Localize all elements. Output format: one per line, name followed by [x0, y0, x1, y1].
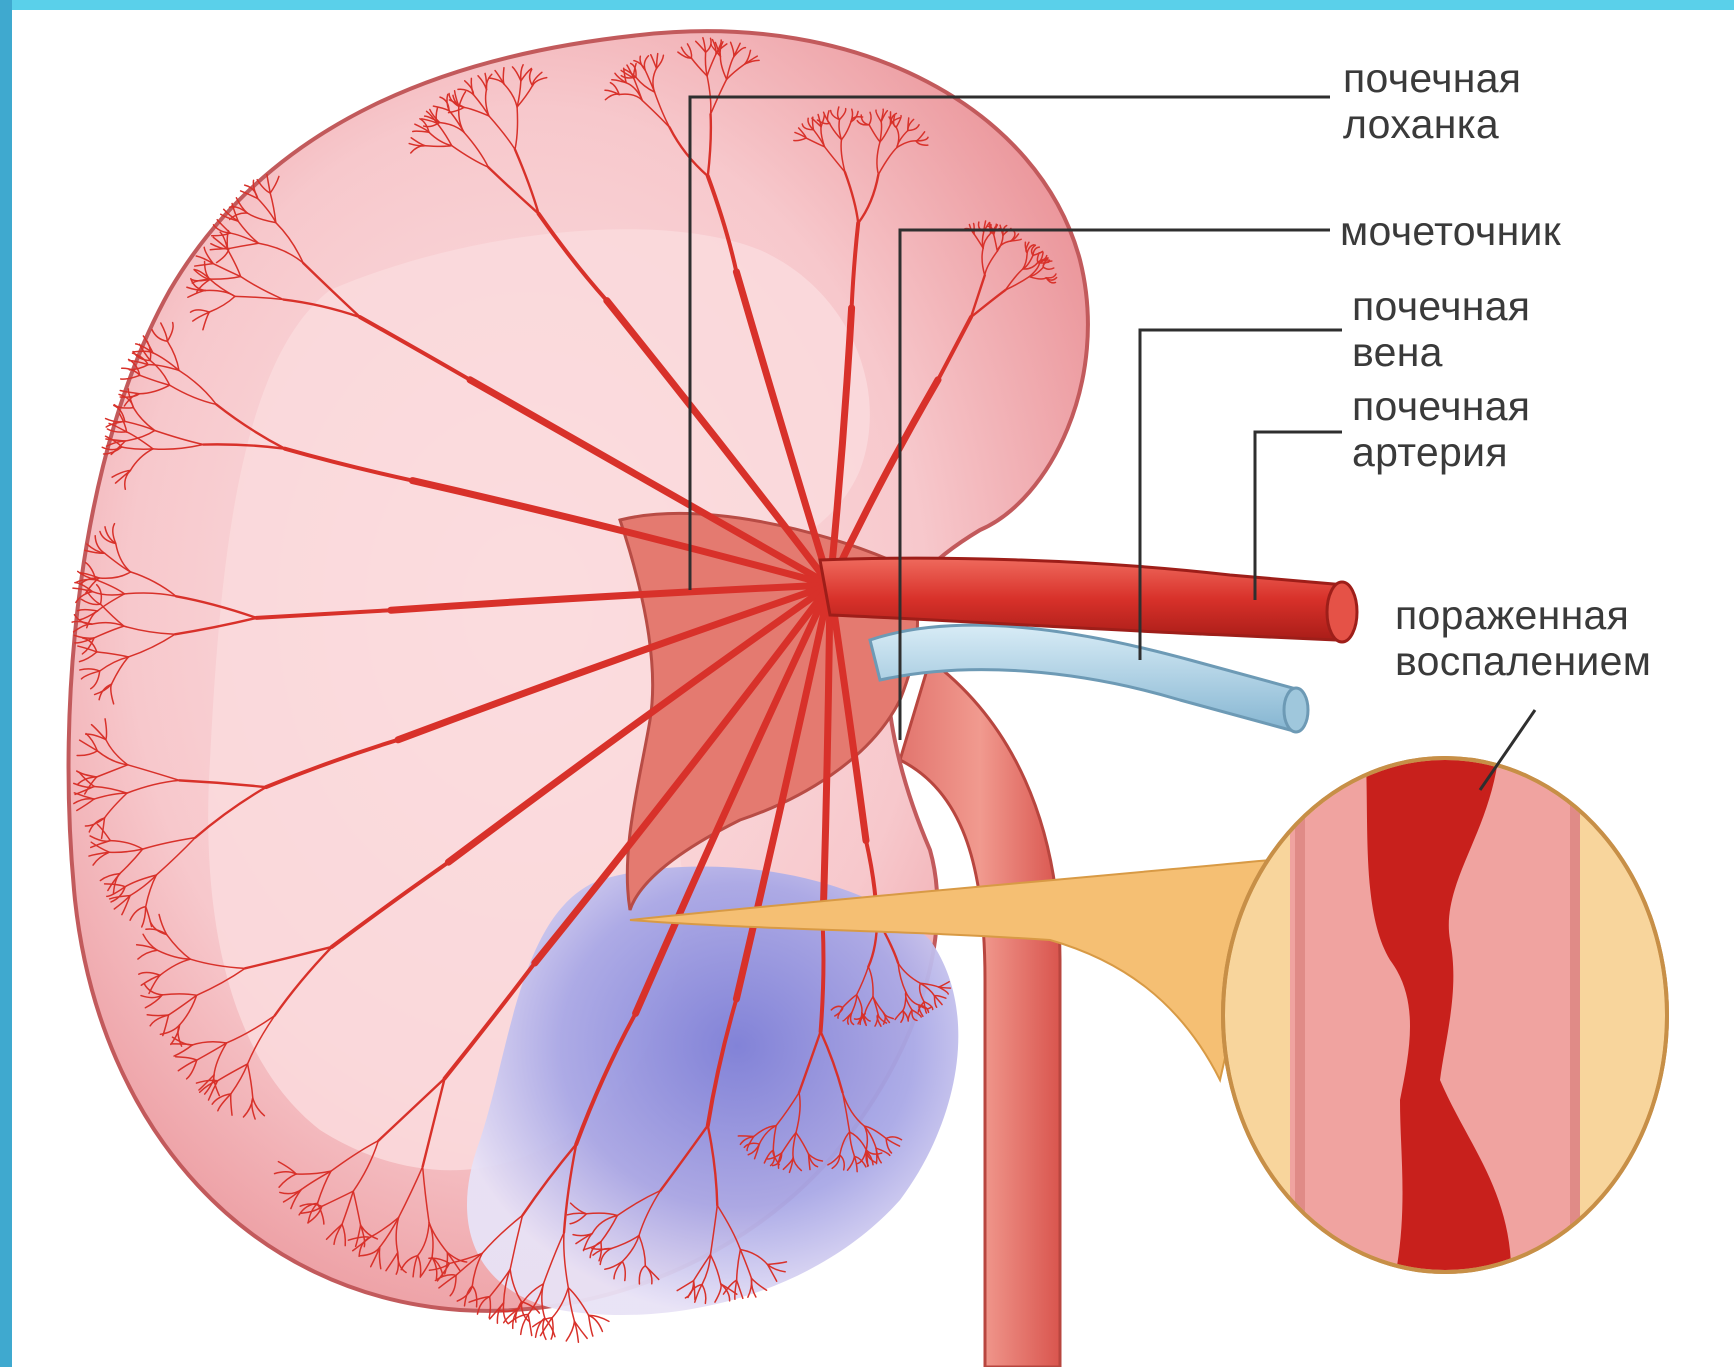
magnified-vessel-circle	[1200, 740, 1700, 1300]
label-renal-vein: почечная вена	[1352, 283, 1530, 375]
label-ureter: мочеточник	[1340, 208, 1561, 254]
label-renal-pelvis: почечная лоханка	[1343, 55, 1521, 147]
leader-renal-artery	[1255, 432, 1342, 600]
renal-artery-end	[1327, 582, 1357, 642]
vessel-branch	[147, 1015, 168, 1016]
vessel-branch	[503, 68, 504, 84]
vessel-branch	[738, 1136, 753, 1137]
vessel-branch	[876, 1148, 877, 1163]
vessel-branch	[589, 1315, 593, 1336]
vessel-branch	[566, 1321, 574, 1341]
renal-vein-end	[1284, 688, 1308, 732]
label-inflamed: пораженная воспалением	[1395, 592, 1651, 684]
vessel-branch	[528, 1315, 532, 1336]
label-renal-artery: почечная артерия	[1352, 383, 1530, 475]
vessel-branch	[425, 146, 451, 147]
